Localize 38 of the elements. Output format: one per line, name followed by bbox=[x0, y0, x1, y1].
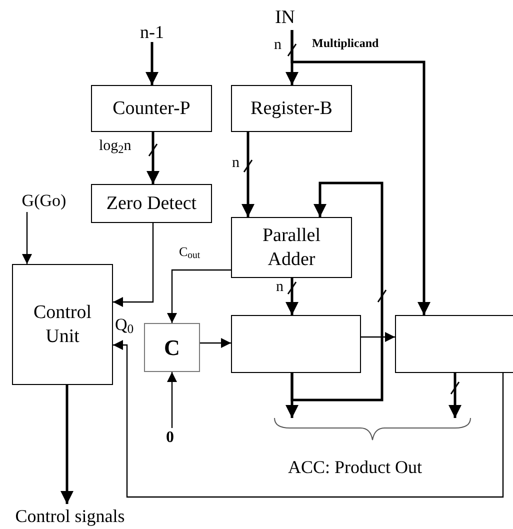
arrow bbox=[60, 385, 74, 504]
block-box: Parallel Adder bbox=[231, 217, 352, 278]
arrow bbox=[290, 182, 384, 402]
signal-label: G(Go) bbox=[14, 190, 74, 212]
block-box: Zero Detect bbox=[91, 184, 212, 223]
arrow bbox=[146, 132, 160, 184]
edge-label: n bbox=[232, 156, 240, 171]
register-box bbox=[231, 315, 361, 373]
signal-label: 0 bbox=[162, 428, 178, 448]
arrow bbox=[167, 372, 177, 428]
brace-label: ACC: Product Out bbox=[288, 456, 422, 479]
arrow bbox=[200, 338, 231, 348]
block-box: Register-B bbox=[231, 85, 352, 132]
arrow bbox=[286, 278, 298, 315]
edge-label: C$_{out}$ bbox=[179, 245, 200, 258]
arrow bbox=[286, 373, 298, 418]
edge-label: log$_{2}$n bbox=[99, 139, 132, 154]
arrow bbox=[448, 373, 462, 418]
block-box: C bbox=[144, 323, 200, 372]
arrow bbox=[22, 212, 32, 264]
curly-brace bbox=[274, 418, 471, 442]
arrow bbox=[361, 332, 395, 342]
signal-label: n-1 bbox=[134, 22, 170, 42]
edge-label: n bbox=[276, 280, 284, 295]
block-box: Control Unit bbox=[12, 264, 113, 385]
edge-label: n bbox=[274, 38, 282, 53]
block-box: Counter-P bbox=[91, 85, 212, 132]
arrow bbox=[113, 223, 154, 307]
arrow bbox=[167, 269, 231, 323]
arrow bbox=[242, 132, 254, 217]
signal-label: IN bbox=[270, 6, 300, 30]
edge-label: Multiplicand bbox=[312, 37, 379, 49]
register-box bbox=[395, 315, 513, 373]
arrow bbox=[290, 30, 430, 315]
arrow bbox=[146, 42, 158, 85]
signal-label: Control signals bbox=[0, 504, 140, 528]
edge-label: Q$_{0}$ bbox=[115, 316, 134, 333]
arrow bbox=[113, 340, 504, 498]
